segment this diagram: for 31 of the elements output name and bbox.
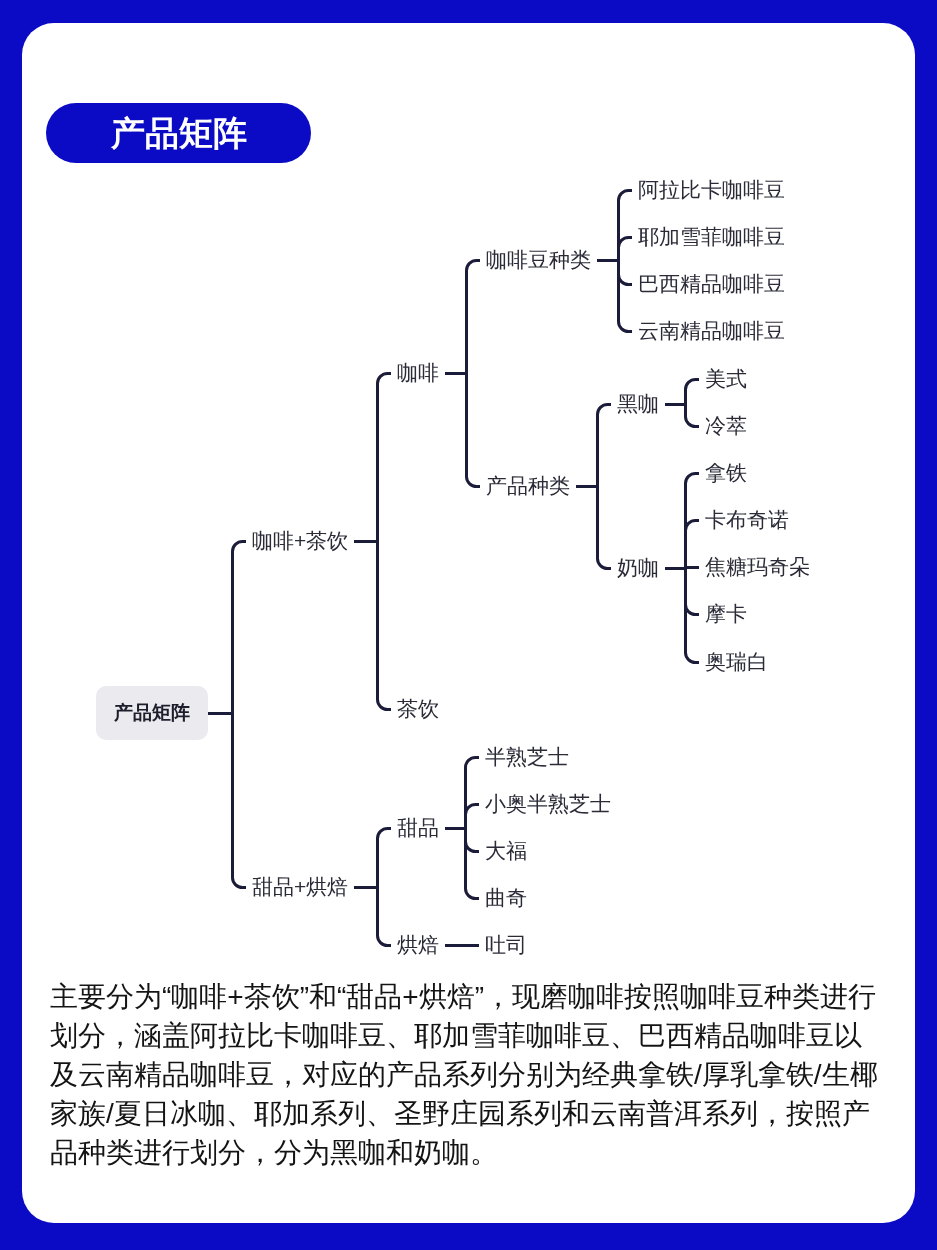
topic-label: 焦糖玛奇朵 <box>699 554 816 580</box>
topic-label: 冷萃 <box>699 413 753 439</box>
topic-label: 美式 <box>699 366 753 392</box>
topic-label: 阿拉比卡咖啡豆 <box>632 177 791 203</box>
topic-label: 咖啡豆种类 <box>480 247 597 273</box>
topic-label: 小奥半熟芝士 <box>479 791 617 817</box>
topic-label: 曲奇 <box>479 885 533 911</box>
topic-label: 黑咖 <box>611 391 665 417</box>
topic-label: 大福 <box>479 838 533 864</box>
topic-label: 甜品 <box>391 815 445 841</box>
topic-label: 产品种类 <box>480 473 576 499</box>
topic-label: 摩卡 <box>699 601 753 627</box>
topic-label: 卡布奇诺 <box>699 507 795 533</box>
topic-label: 茶饮 <box>391 696 445 722</box>
topic-label: 甜品+烘焙 <box>246 874 355 900</box>
title-banner: 产品矩阵 <box>46 103 311 163</box>
topic-label: 咖啡+茶饮 <box>246 528 355 554</box>
topic-label: 烘焙 <box>391 932 445 958</box>
topic-label: 咖啡 <box>391 360 445 386</box>
description-text: 主要分为“咖啡+茶饮”和“甜品+烘焙”，现磨咖啡按照咖啡豆种类进行划分，涵盖阿拉比卡咖啡豆、耶加雪菲咖啡豆、巴西精品咖啡豆以及云南精品咖啡豆，对应的产品系列分别为经典拿铁/厚乳拿铁/生椰家族/夏日冰咖、耶加系列、圣野庄园系列和云南普洱系列，按照产品种类进行划分，分为黑咖和奶咖。 <box>50 980 879 1170</box>
branch-line <box>445 944 479 947</box>
topic-label: 奶咖 <box>611 555 665 581</box>
root-topic-box: 产品矩阵 <box>96 686 208 740</box>
topic-label: 半熟芝士 <box>479 744 575 770</box>
topic-label: 拿铁 <box>699 460 753 486</box>
topic-label: 吐司 <box>479 932 533 958</box>
topic-label: 耶加雪菲咖啡豆 <box>632 224 791 250</box>
topic-label: 云南精品咖啡豆 <box>632 318 791 344</box>
topic-label: 巴西精品咖啡豆 <box>632 271 791 297</box>
topic-label: 奥瑞白 <box>699 649 774 675</box>
branch-line <box>665 403 699 428</box>
